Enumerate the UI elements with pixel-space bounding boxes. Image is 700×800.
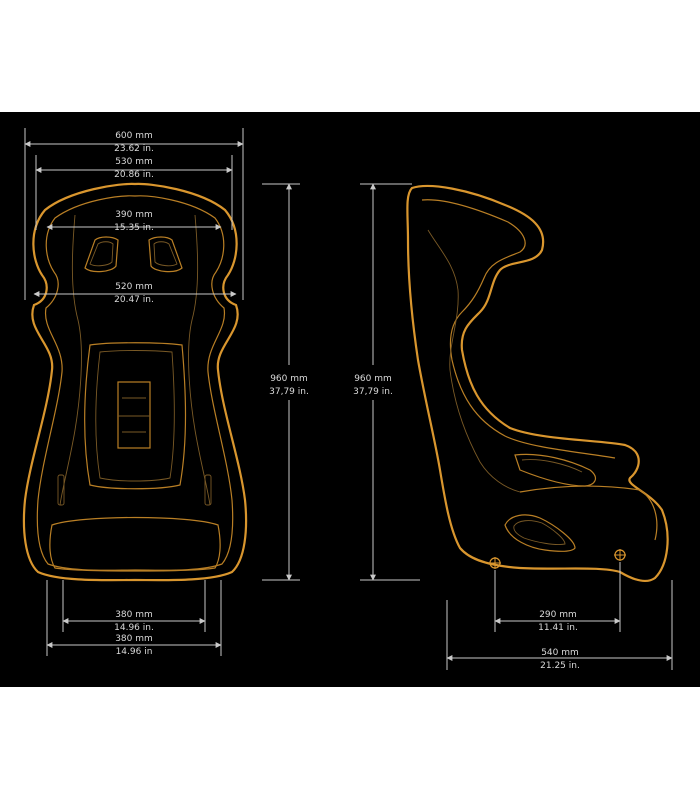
side-dim-depth-540: 540 mm 21.25 in. — [446, 580, 673, 671]
side-leg-slot — [504, 514, 576, 552]
front-width-390-mm: 390 mm — [115, 210, 153, 220]
side-mount-290-in: 11.41 in. — [538, 623, 578, 633]
front-shoulder-slot-right — [148, 236, 183, 273]
front-shoulder-slot-left-inner — [89, 241, 114, 267]
front-height-in: 37,79 in. — [269, 387, 309, 397]
front-backrest-inner — [95, 350, 175, 482]
front-width-530-mm: 530 mm — [115, 157, 153, 167]
front-dim-390: 390 mm 15.35 in. — [46, 210, 222, 233]
front-shoulder-slot-left — [84, 236, 119, 273]
front-backrest-panel — [84, 342, 187, 490]
front-view-seat — [22, 182, 248, 582]
front-dim-530: 530 mm 20.86 in. — [35, 155, 233, 230]
front-wing-left — [59, 214, 82, 506]
front-base-380-b-mm: 380 mm — [115, 634, 153, 644]
side-seat-bolster — [427, 229, 521, 493]
side-view-seat — [406, 184, 669, 582]
side-seat-outline — [406, 184, 669, 582]
side-leg-slot-inner — [513, 520, 566, 545]
front-dim-base-380-a: 380 mm 14.96 in. — [62, 580, 206, 633]
front-width-600-in: 23.62 in. — [114, 144, 154, 154]
side-height-in: 37,79 in. — [353, 387, 393, 397]
front-width-390-in: 15.35 in. — [114, 223, 154, 233]
front-seat-inner-outline — [36, 195, 234, 571]
side-height-mm: 960 mm — [354, 374, 392, 384]
side-cushion-line — [519, 485, 658, 541]
side-dim-mount-290: 290 mm 11.41 in. — [494, 562, 621, 633]
side-mount-point-front — [489, 557, 501, 569]
front-wing-right — [188, 214, 211, 506]
side-depth-540-mm: 540 mm — [541, 648, 579, 658]
front-dim-520: 520 mm 20.47 in. — [33, 282, 237, 305]
front-dim-height: 960 mm 37,79 in. — [262, 183, 309, 581]
side-mount-point-rear — [614, 549, 626, 561]
front-width-530-in: 20.86 in. — [114, 170, 154, 180]
side-thigh-support-inner — [521, 459, 583, 473]
front-dim-600: 600 mm 23.62 in. — [24, 128, 244, 300]
front-base-380-a-mm: 380 mm — [115, 610, 153, 620]
front-width-520-mm: 520 mm — [115, 282, 153, 292]
side-mount-290-mm: 290 mm — [539, 610, 577, 620]
diagram-background — [0, 112, 700, 687]
front-harness-slot-frame — [117, 381, 151, 449]
front-side-slot-right — [204, 474, 212, 506]
front-side-slot-left — [57, 474, 65, 506]
front-width-600-mm: 600 mm — [115, 131, 153, 141]
front-base-380-a-in: 14.96 in. — [114, 623, 154, 633]
front-height-mm: 960 mm — [270, 374, 308, 384]
side-dim-height: 960 mm 37,79 in. — [353, 183, 420, 581]
front-base-380-b-in: 14.96 in — [116, 647, 153, 657]
front-seat-cushion — [49, 516, 221, 572]
front-seat-outline — [22, 182, 248, 582]
side-depth-540-in: 21.25 in. — [540, 661, 580, 671]
front-shoulder-slot-right-inner — [153, 241, 178, 267]
front-width-520-in: 20.47 in. — [114, 295, 154, 305]
side-thigh-support — [514, 453, 597, 487]
front-dim-base-380-b: 380 mm 14.96 in — [46, 580, 222, 657]
side-seat-inner-line — [421, 199, 616, 459]
